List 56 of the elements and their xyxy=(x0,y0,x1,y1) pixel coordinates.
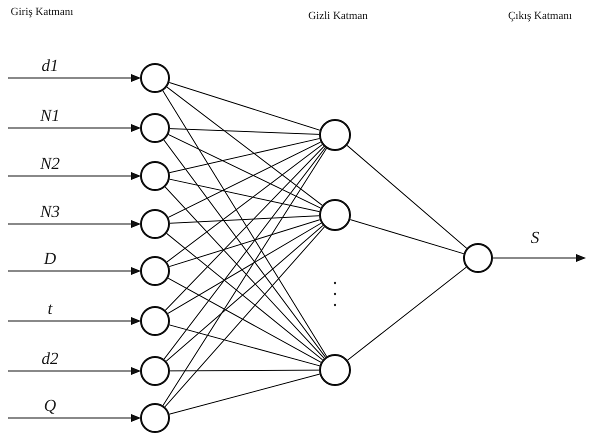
neuron-circle xyxy=(319,354,351,386)
arrow xyxy=(8,414,141,422)
arrow xyxy=(8,267,141,275)
arrow xyxy=(8,172,141,180)
layer-heading: Giriş Katmanı xyxy=(10,6,74,18)
layer-heading: Gizli Katman xyxy=(308,10,368,22)
connection-line xyxy=(169,374,320,415)
connection-line xyxy=(168,134,322,209)
edge-label: N3 xyxy=(40,203,60,220)
arrow xyxy=(8,317,141,325)
connection-line xyxy=(346,144,468,249)
neuron-circle xyxy=(140,63,170,93)
neuron-circle xyxy=(140,161,170,191)
arrow xyxy=(8,367,141,375)
connection-line xyxy=(169,215,320,224)
connection-line xyxy=(166,86,323,206)
edge-label: d1 xyxy=(42,57,58,74)
connection-line xyxy=(168,219,320,268)
neuron-circle xyxy=(140,256,170,286)
edge-label: d2 xyxy=(42,350,58,367)
connection-line xyxy=(168,142,322,218)
neuron-circle xyxy=(140,356,170,386)
connection-line xyxy=(170,128,320,135)
connection-line xyxy=(347,266,467,361)
connection-line xyxy=(167,222,322,314)
connection-line xyxy=(170,370,320,372)
connection-line xyxy=(168,278,322,363)
neuron-circle xyxy=(140,209,170,239)
edge-label: Q xyxy=(44,397,56,414)
connection-line xyxy=(164,186,325,359)
edge-label: N2 xyxy=(40,155,60,172)
arrow xyxy=(8,220,141,228)
connection-line xyxy=(162,148,327,406)
connection-line xyxy=(162,90,328,357)
connection-line xyxy=(168,82,320,131)
edge-label: N1 xyxy=(40,107,60,124)
neuron-circle xyxy=(319,199,351,231)
neuron-circle xyxy=(140,113,170,143)
neuron-circle xyxy=(319,119,351,151)
edge-label: S xyxy=(530,229,540,246)
connection-line xyxy=(164,146,324,311)
arrow xyxy=(492,254,586,262)
connection-line xyxy=(164,226,325,408)
neuron-circle xyxy=(463,243,493,273)
neuron-circle xyxy=(140,306,170,336)
layer-heading: Çıkış Katmanı xyxy=(508,10,572,22)
connection-line xyxy=(169,138,320,174)
neuron-circle xyxy=(140,403,170,433)
connection-line xyxy=(168,324,320,366)
connection-line xyxy=(350,219,464,254)
connection-line xyxy=(169,178,320,212)
edge-label: t xyxy=(48,300,52,317)
arrow xyxy=(8,74,141,82)
connection-line xyxy=(166,144,323,262)
arrow xyxy=(8,124,141,132)
edge-label: D xyxy=(44,250,56,267)
